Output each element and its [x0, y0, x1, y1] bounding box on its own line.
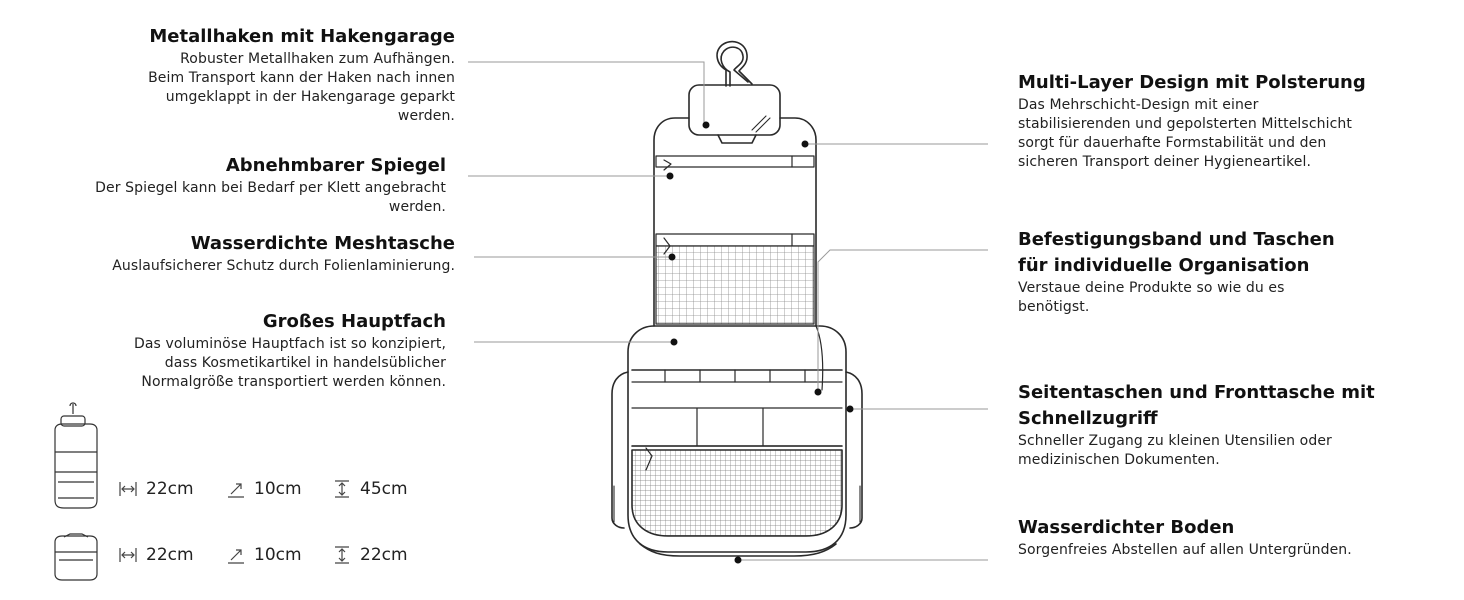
width-arrow-icon [119, 548, 137, 562]
feature-title: Multi-Layer Design mit Polsterung [1018, 72, 1366, 93]
feature-layer: Multi-Layer Design mit Polsterung Das Me… [1018, 70, 1366, 172]
feature-desc: benötigst. [1018, 299, 1090, 315]
dim-closed-depth: 10cm [226, 545, 302, 565]
hook-garage [688, 84, 781, 136]
feature-desc: Auslaufsicherer Schutz durch Folienlamin… [112, 258, 455, 274]
feature-title: Befestigungsband und Taschen [1018, 229, 1335, 250]
main-compartment [627, 325, 847, 553]
bag-closed-icon [54, 533, 98, 581]
metal-hook [716, 40, 753, 87]
feature-band: Befestigungsband und Taschen für individ… [1018, 227, 1335, 317]
leader-lines [468, 61, 988, 561]
depth-arrow-icon [228, 483, 244, 498]
dim-value: 10cm [254, 479, 302, 499]
feature-desc: Das Mehrschicht-Design mit einer [1018, 97, 1259, 113]
feature-desc: medizinischen Dokumenten. [1018, 452, 1220, 468]
feature-mirror: Abnehmbarer Spiegel Der Spiegel kann bei… [95, 153, 446, 217]
side-pocket-right [845, 371, 863, 529]
elastic-band [631, 407, 843, 447]
feature-desc: Beim Transport kann der Haken nach innen [148, 70, 455, 86]
dim-value: 10cm [254, 545, 302, 565]
feature-desc: werden. [388, 199, 446, 215]
side-pocket-left [611, 371, 629, 529]
feature-desc: werden. [397, 108, 455, 124]
dim-open-depth: 10cm [226, 479, 302, 499]
feature-desc: Verstaue deine Produkte so wie du es [1018, 280, 1285, 296]
dim-value: 22cm [360, 545, 408, 565]
bag-open-icon [54, 402, 98, 509]
feature-desc: Schneller Zugang zu kleinen Utensilien o… [1018, 433, 1332, 449]
feature-title: Großes Hauptfach [262, 311, 446, 332]
dim-open-width: 22cm [118, 479, 194, 499]
dim-value: 22cm [146, 545, 194, 565]
feature-main: Großes Hauptfach Das voluminöse Hauptfac… [134, 309, 446, 392]
feature-desc: Normalgröße transportiert werden können. [141, 374, 446, 390]
feature-desc: Das voluminöse Hauptfach ist so konzipie… [133, 336, 446, 352]
feature-desc: umgeklappt in der Hakengarage geparkt [165, 89, 455, 105]
width-arrow-icon [119, 482, 137, 496]
height-arrow-icon [335, 546, 349, 564]
feature-desc: Der Spiegel kann bei Bedarf per Klett an… [95, 180, 446, 196]
mesh-pocket [655, 233, 815, 247]
upper-panel [653, 117, 817, 327]
feature-desc: dass Kosmetikartikel in handelsüblicher [164, 355, 446, 371]
feature-desc: sicheren Transport deiner Hygieneartikel… [1018, 154, 1312, 170]
dim-closed-width: 22cm [118, 545, 194, 565]
feature-desc: Sorgenfreies Abstellen auf allen Untergr… [1018, 542, 1352, 558]
feature-title: Seitentaschen und Fronttasche mit [1018, 382, 1375, 403]
zip-pocket [655, 155, 815, 168]
feature-desc: Robuster Metallhaken zum Aufhängen. [180, 51, 455, 67]
front-mesh-pocket [631, 449, 843, 537]
feature-title: für individuelle Organisation [1018, 255, 1310, 276]
feature-title: Wasserdichte Meshtasche [190, 233, 455, 254]
leader-dots [666, 121, 854, 564]
depth-arrow-icon [228, 549, 244, 564]
dim-closed-height: 22cm [332, 545, 408, 565]
dim-value: 22cm [146, 479, 194, 499]
height-arrow-icon [335, 480, 349, 498]
feature-title: Schnellzugriff [1018, 408, 1158, 429]
feature-side: Seitentaschen und Fronttasche mit Schnel… [1018, 380, 1375, 470]
feature-title: Abnehmbarer Spiegel [225, 155, 446, 176]
feature-desc: stabilisierenden und gepolsterten Mittel… [1018, 116, 1352, 132]
feature-title: Wasserdichter Boden [1018, 517, 1235, 538]
waterproof-bottom [639, 543, 837, 557]
feature-desc: sorgt für dauerhafte Formstabilität und … [1018, 135, 1327, 151]
dim-open-height: 45cm [332, 479, 408, 499]
feature-title: Metallhaken mit Hakengarage [149, 26, 455, 47]
dim-value: 45cm [360, 479, 408, 499]
feature-mesh: Wasserdichte Meshtasche Auslaufsicherer … [112, 231, 455, 276]
feature-bottom: Wasserdichter Boden Sorgenfreies Abstell… [1018, 515, 1352, 560]
feature-hook: Metallhaken mit Hakengarage Robuster Met… [148, 24, 455, 126]
